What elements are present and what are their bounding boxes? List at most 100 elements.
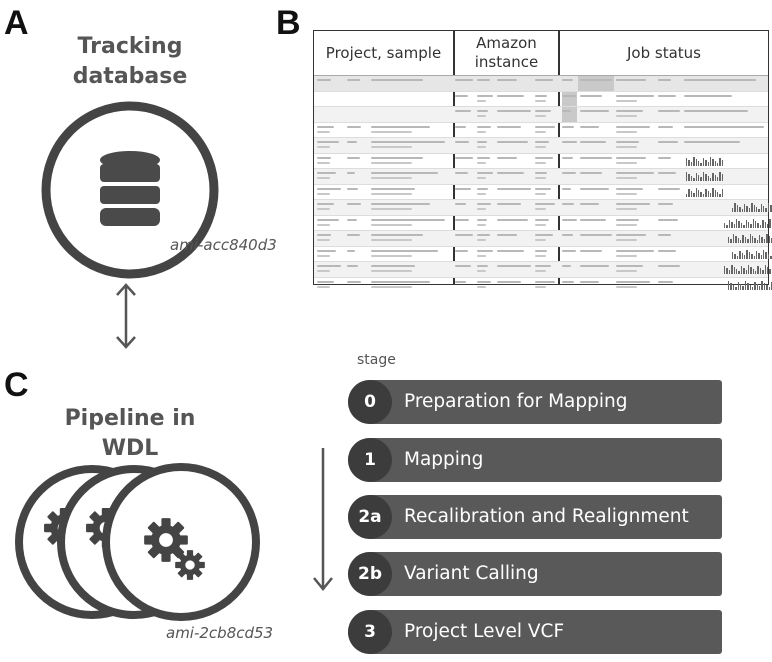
table-cell [580, 94, 603, 97]
table-cell [535, 156, 553, 159]
table-cell [580, 187, 609, 190]
table-cell [658, 79, 672, 81]
table-cell [658, 187, 680, 190]
panel-label-a: A [4, 4, 29, 42]
table-cell [658, 280, 674, 283]
table-cell-line [371, 177, 412, 179]
table-cell-line [317, 270, 331, 272]
table-cell [455, 265, 472, 267]
tracking-database-heading: Tracking database [72, 34, 188, 89]
table-cell-line [616, 177, 637, 179]
table-cell [347, 265, 359, 267]
ami-id-pipeline: ami-2cb8cd53 [166, 624, 274, 642]
table-cell [580, 79, 612, 81]
table-cell [477, 234, 490, 236]
table-cell-line [371, 146, 412, 148]
table-cell-line [477, 177, 486, 179]
table-cell [684, 110, 748, 112]
table-cell [317, 156, 332, 159]
table-cell-line [535, 208, 546, 210]
table-cell [616, 203, 651, 205]
table-cell-line [317, 208, 331, 210]
table-cell [455, 79, 473, 81]
table-cell [477, 249, 493, 252]
bidirectional-arrow-icon [116, 283, 136, 349]
table-cell [371, 79, 423, 81]
table-cell [477, 218, 487, 221]
table-cell [371, 156, 423, 159]
table-cell [616, 94, 654, 97]
table-cell-line [616, 192, 637, 195]
table-cell-line [317, 146, 331, 148]
table-cell [371, 218, 445, 221]
table-cell-line [317, 223, 331, 226]
table-cell-line [477, 115, 486, 117]
table-cell [317, 203, 334, 205]
stage-label: Project Level VCF [404, 621, 565, 642]
table-cell-line [477, 146, 486, 148]
table-cell [562, 79, 573, 81]
table-cell-line [616, 239, 637, 241]
table-cell [371, 280, 431, 283]
table-cell [317, 218, 339, 221]
table-cell [317, 79, 332, 81]
table-cell [658, 218, 678, 221]
table-cell [562, 110, 571, 112]
table-cell [347, 218, 357, 221]
table-cell-line [371, 130, 412, 133]
table-cell [580, 203, 600, 205]
table-cell-line [616, 223, 637, 226]
stage-0: 0 Preparation for Mapping [348, 380, 722, 424]
table-cell-line [535, 254, 546, 257]
table-cell [477, 94, 493, 97]
group-header-job-status: Job status [627, 43, 701, 62]
table-cell [497, 172, 525, 174]
table-cell [684, 94, 732, 97]
table-row [314, 245, 772, 262]
table-cell-line [371, 223, 412, 226]
table-cell-line [371, 254, 412, 257]
stage-3: 3 Project Level VCF [348, 610, 722, 654]
table-cell [347, 141, 357, 143]
table-cell [616, 234, 647, 236]
table-cell [347, 156, 360, 159]
table-cell-line [616, 130, 637, 133]
table-cell [477, 156, 490, 159]
table-cell [371, 203, 431, 205]
table-header-row [314, 75, 768, 91]
table-cell-line [535, 285, 546, 288]
table-cell [371, 265, 416, 267]
table-cell-line [535, 130, 546, 133]
table-cell [562, 187, 571, 190]
table-cell [535, 125, 555, 128]
table-cell [535, 203, 555, 205]
table-cell [347, 79, 360, 81]
progress-sparkline [686, 172, 724, 181]
table-cell [658, 249, 676, 252]
table-cell [347, 280, 361, 283]
table-cell-line [477, 192, 486, 195]
table-cell [497, 234, 518, 236]
stage-label: Preparation for Mapping [404, 391, 628, 412]
table-cell-line [616, 146, 637, 148]
table-cell [562, 141, 577, 143]
table-cell [371, 172, 438, 174]
table-cell [477, 187, 489, 190]
table-cell [616, 79, 647, 81]
table-cell [497, 187, 531, 190]
stage-number: 0 [348, 380, 392, 424]
stage-2a: 2a Recalibration and Realignment [348, 495, 722, 539]
table-cell [497, 94, 525, 97]
table-cell [535, 265, 551, 267]
table-cell [684, 79, 756, 81]
table-cell [477, 125, 492, 128]
table-row [314, 152, 768, 169]
table-cell [535, 141, 549, 143]
table-cell [658, 94, 676, 97]
gears-icon [15, 463, 260, 621]
table-cell [658, 234, 672, 236]
table-cell [497, 79, 518, 81]
table-cell [658, 110, 680, 112]
